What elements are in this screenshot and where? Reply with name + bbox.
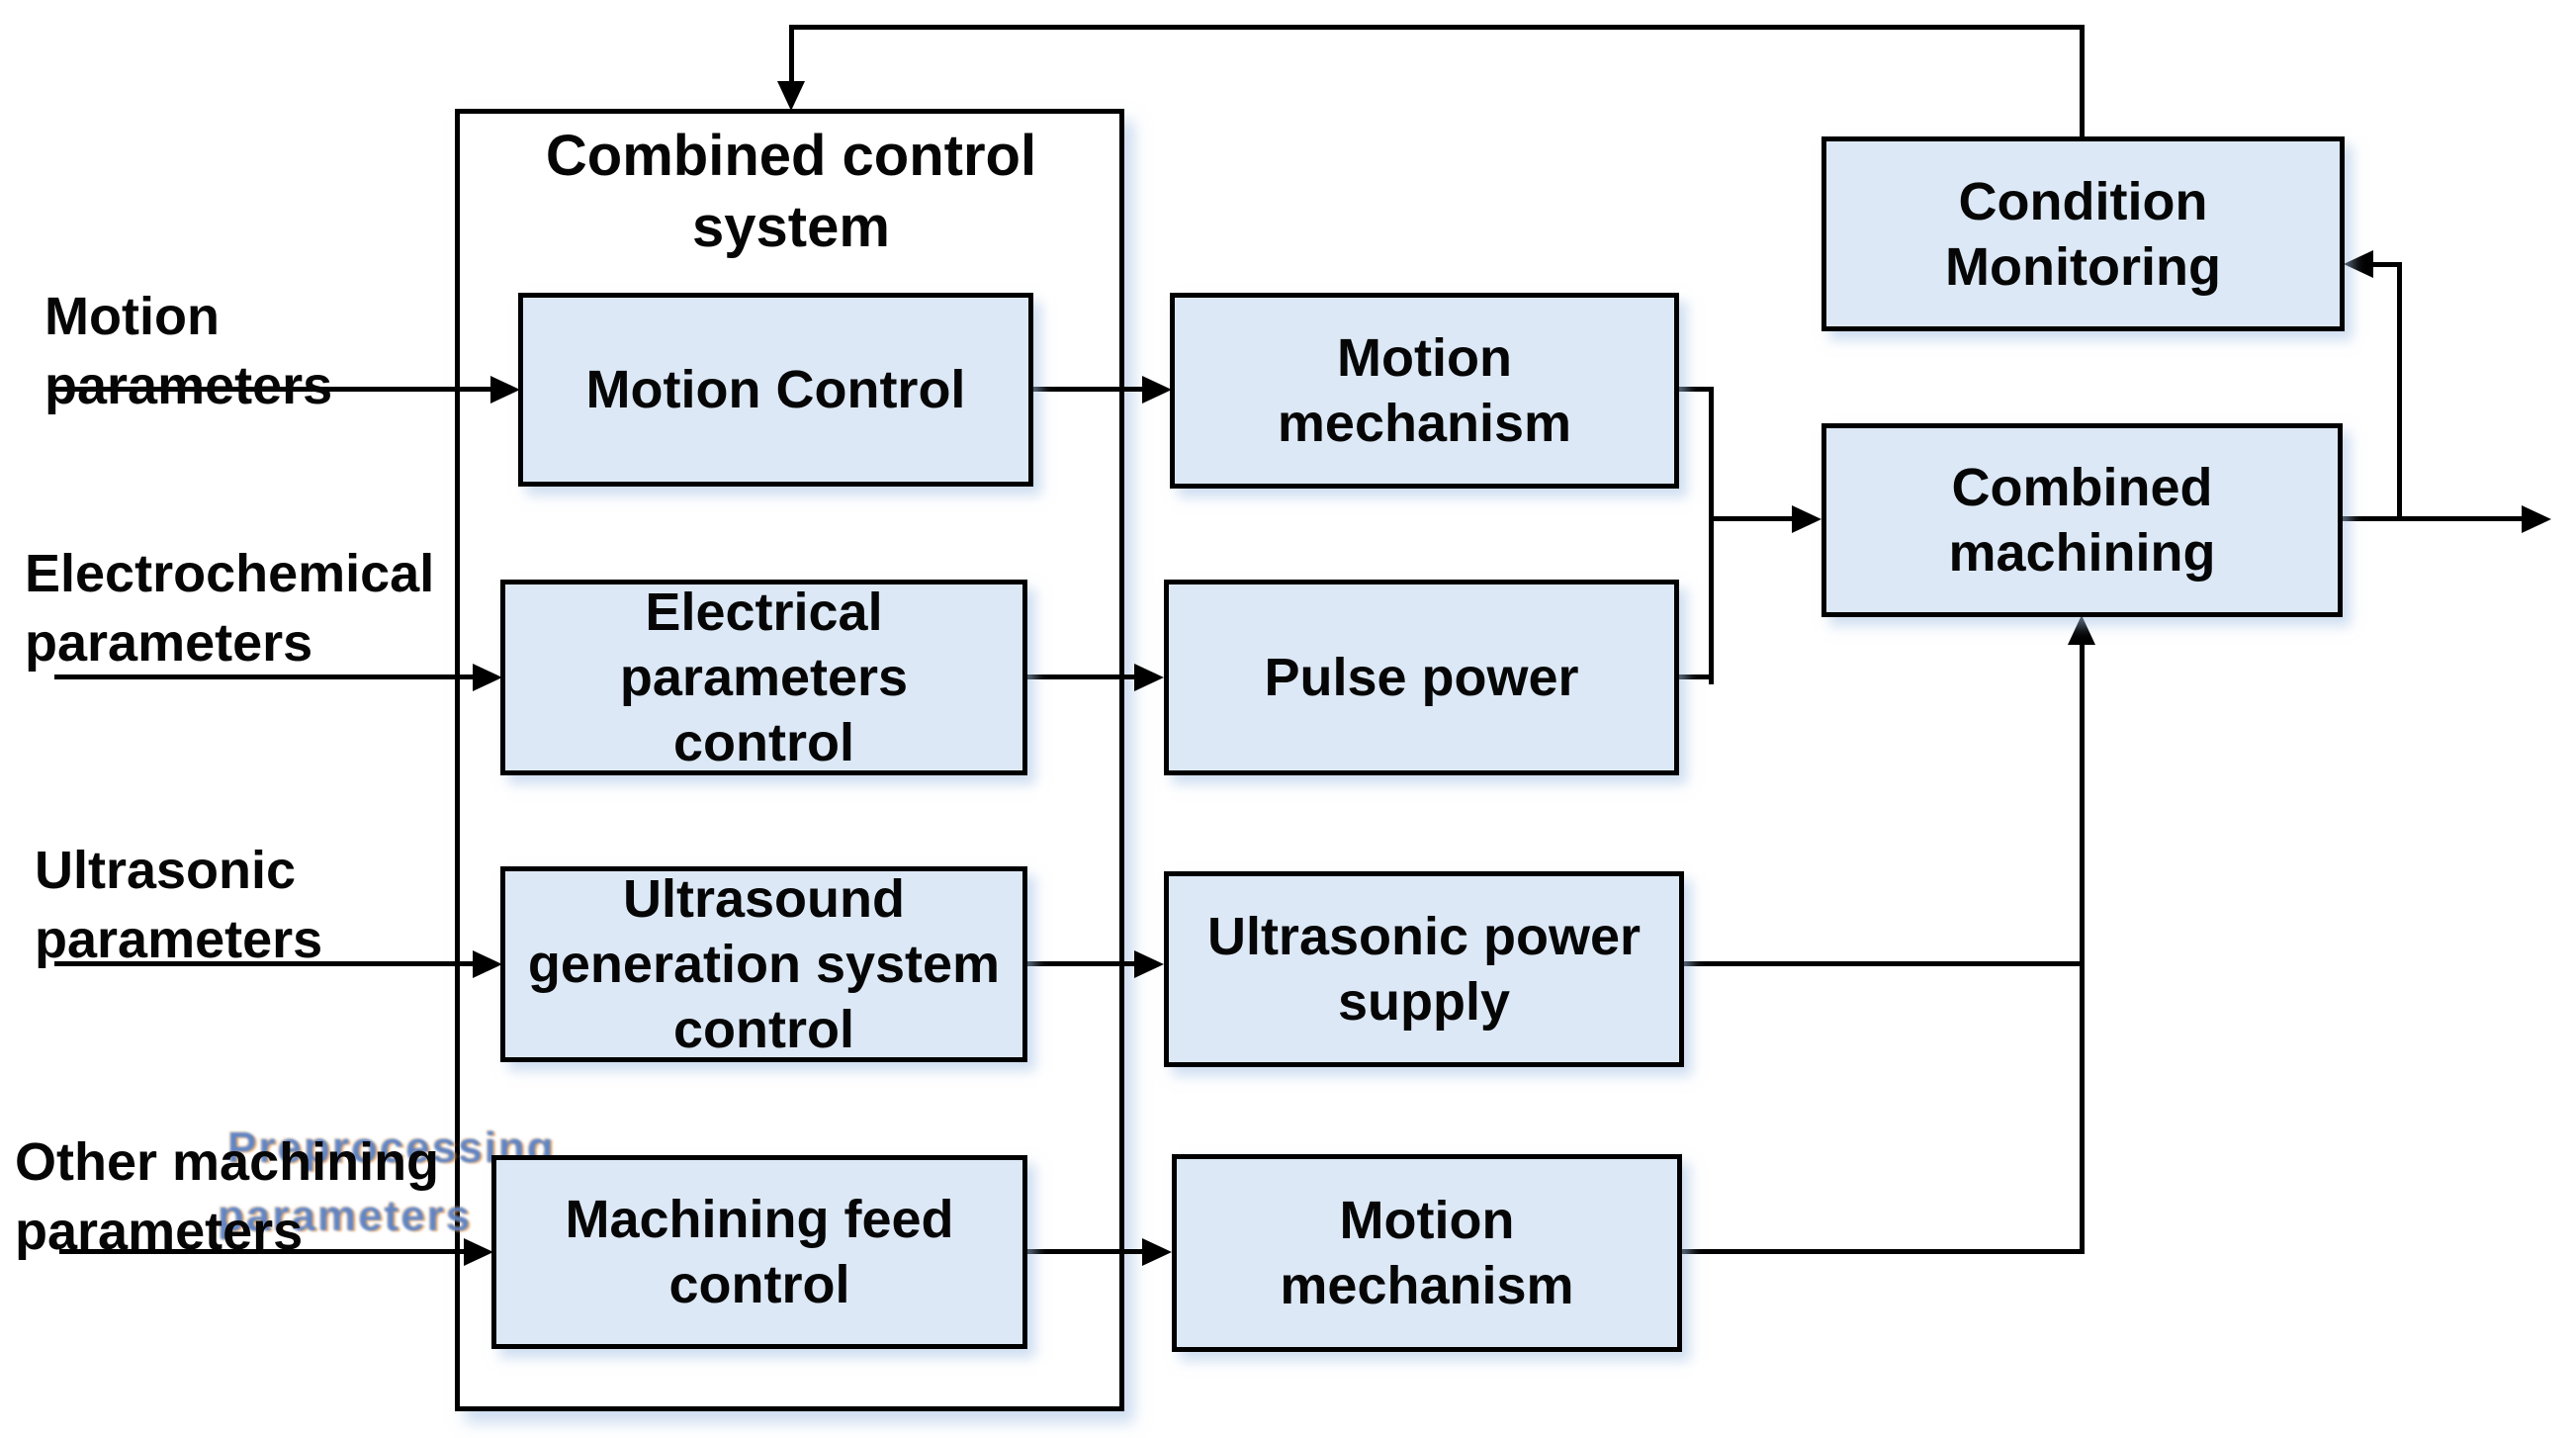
motion-mechanism-top-box: Motion mechanism bbox=[1170, 293, 1679, 489]
feed-control-to-mechanism-line bbox=[1026, 1249, 1142, 1254]
machining-feed-control-box: Machining feed control bbox=[491, 1155, 1027, 1349]
mechanism-pulse-merge-vertical-line bbox=[1709, 387, 1714, 684]
motion-parameters-arrowhead-icon bbox=[490, 376, 520, 404]
condition-monitoring-box: Condition Monitoring bbox=[1821, 136, 2345, 331]
ghost-artifact-text-line2: parameters bbox=[218, 1192, 473, 1240]
monitoring-feedback-top-line bbox=[789, 25, 2085, 30]
motion-mechanism-bottom-box: Motion mechanism bbox=[1172, 1154, 1682, 1352]
system-output-arrowhead-icon bbox=[2522, 505, 2551, 533]
monitoring-feedback-riser-line bbox=[2080, 28, 2085, 136]
ultrasound-control-to-supply-arrowhead-icon bbox=[1134, 950, 1164, 978]
input-label-ultrasonic-parameters: Ultrasonic parameters bbox=[35, 841, 323, 969]
input-label-motion-parameters: Motion parameters bbox=[44, 287, 333, 415]
condition-monitoring-input-arrowhead-icon bbox=[2344, 250, 2373, 278]
ultrasonic-parameters-arrow-line bbox=[54, 961, 473, 966]
combined-machining-input-arrowhead-icon bbox=[1792, 505, 1821, 533]
combined-machining-box: Combined machining bbox=[1821, 423, 2343, 617]
motion-control-box: Motion Control bbox=[518, 293, 1033, 487]
other-parameters-arrowhead-icon bbox=[464, 1238, 493, 1266]
input-label-other-machining-parameters: Other machining parameters bbox=[15, 1132, 440, 1261]
merge-to-combined-machining-line bbox=[1711, 516, 1792, 521]
electrochemical-parameters-arrowhead-icon bbox=[473, 664, 502, 691]
branch-to-monitoring-line bbox=[2371, 262, 2402, 267]
bottom-mechanism-output-line bbox=[1681, 1249, 2085, 1254]
combined-machining-output-line bbox=[2342, 516, 2522, 521]
ultrasound-control-to-supply-line bbox=[1026, 961, 1134, 966]
electrochemical-parameters-arrow-line bbox=[54, 674, 473, 679]
pulse-power-box: Pulse power bbox=[1164, 580, 1679, 775]
motion-parameters-arrow-line bbox=[54, 387, 490, 392]
ultrasonic-parameters-arrowhead-icon bbox=[473, 950, 502, 978]
motion-control-to-mechanism-arrowhead-icon bbox=[1142, 376, 1172, 404]
output-branch-vertical-line bbox=[2397, 262, 2402, 521]
ultrasonic-power-supply-box: Ultrasonic power supply bbox=[1164, 871, 1684, 1067]
electrical-control-to-pulse-power-line bbox=[1026, 674, 1134, 679]
motion-control-to-mechanism-line bbox=[1032, 387, 1142, 392]
monitoring-feedback-drop-line bbox=[789, 25, 794, 81]
combined-control-system-box bbox=[455, 109, 1124, 1411]
ultrasonic-supply-output-line bbox=[1683, 961, 2085, 966]
bottom-merge-vertical-line bbox=[2080, 645, 2085, 1254]
control-system-feedback-arrowhead-icon bbox=[777, 81, 805, 111]
feed-control-to-mechanism-arrowhead-icon bbox=[1142, 1238, 1172, 1266]
combined-control-system-title: Combined control system bbox=[545, 124, 1037, 259]
pulse-power-output-line bbox=[1678, 674, 1714, 679]
motion-mechanism-output-line bbox=[1678, 387, 1714, 392]
other-parameters-arrow-line bbox=[59, 1249, 464, 1254]
electrical-parameters-control-box: Electrical parameters control bbox=[500, 580, 1027, 775]
input-label-electrochemical-parameters: Electrochemical parameters bbox=[25, 544, 435, 673]
electrical-control-to-pulse-power-arrowhead-icon bbox=[1134, 664, 1164, 691]
combined-machining-bottom-arrowhead-icon bbox=[2068, 615, 2095, 645]
ultrasound-generation-system-control-box: Ultrasound generation system control bbox=[500, 866, 1027, 1062]
